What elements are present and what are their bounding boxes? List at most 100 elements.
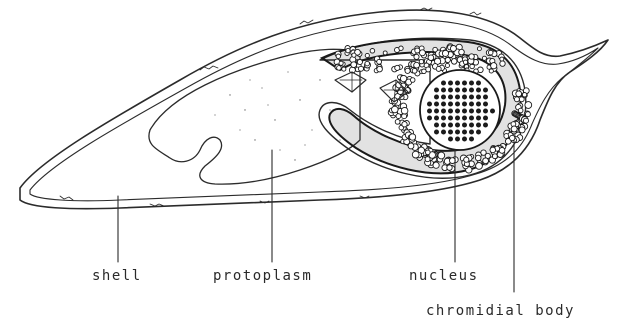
chromatin-dot xyxy=(476,123,481,128)
chromatin-dot xyxy=(441,95,446,100)
chromatin-dot xyxy=(455,109,460,114)
granule xyxy=(425,157,430,162)
granule xyxy=(365,53,369,57)
granule xyxy=(438,152,445,159)
granule xyxy=(357,59,362,64)
chromatin-dot xyxy=(427,102,432,107)
granule xyxy=(339,61,343,65)
chromatin-dot xyxy=(434,116,439,121)
granule xyxy=(518,108,523,113)
chromatin-dot xyxy=(483,102,488,107)
chromatin-dot xyxy=(469,123,474,128)
protoplasm xyxy=(149,49,360,184)
granule xyxy=(342,67,346,71)
granule xyxy=(337,66,342,71)
chromatin-dot xyxy=(462,81,467,86)
granule xyxy=(447,165,452,170)
chromatin-dot xyxy=(483,109,488,114)
granule xyxy=(365,61,370,66)
granule xyxy=(463,60,467,64)
chromatin-dot xyxy=(455,137,460,142)
granule xyxy=(445,63,449,67)
granule xyxy=(481,150,486,155)
chromatin-dot xyxy=(434,102,439,107)
chromatin-dot xyxy=(455,88,460,93)
granule xyxy=(511,126,517,132)
chromatin-dot xyxy=(476,95,481,100)
chromatin-dot xyxy=(469,137,474,142)
granule xyxy=(414,62,420,68)
chromatin-dot xyxy=(469,102,474,107)
chromatin-dot xyxy=(441,81,446,86)
chromatin-dot xyxy=(476,130,481,135)
chromatin-dot xyxy=(469,81,474,86)
chromatin-dot xyxy=(455,102,460,107)
granule xyxy=(395,119,400,124)
granule xyxy=(476,163,483,170)
granule xyxy=(336,54,340,58)
chromatin-dot xyxy=(434,88,439,93)
chromatin-dot xyxy=(483,116,488,121)
granule xyxy=(402,122,407,127)
granule xyxy=(377,59,382,64)
granule xyxy=(482,56,486,60)
chromatin-dot xyxy=(469,88,474,93)
chromatin-dot xyxy=(469,95,474,100)
granule xyxy=(475,155,481,161)
granule xyxy=(370,49,375,54)
granule xyxy=(493,154,498,159)
granule xyxy=(483,158,489,164)
granule xyxy=(469,54,474,59)
granule xyxy=(346,48,350,52)
granule xyxy=(477,47,481,51)
chromatin-dot xyxy=(455,95,460,100)
granule xyxy=(433,47,438,52)
chromatin-dot xyxy=(483,95,488,100)
granule xyxy=(464,157,469,162)
label-chromidial-body: chromidial body xyxy=(426,303,575,319)
granule xyxy=(442,50,448,56)
granule xyxy=(419,50,425,56)
granule xyxy=(445,57,450,62)
chromatin-dot xyxy=(462,116,467,121)
granule xyxy=(500,57,504,61)
granule xyxy=(383,51,387,55)
granule xyxy=(491,63,497,69)
chromatin-dot xyxy=(434,109,439,114)
granule xyxy=(419,59,423,63)
chromatin-dot xyxy=(462,95,467,100)
granule xyxy=(490,147,496,153)
protoplasm-stipple xyxy=(214,71,340,160)
granule xyxy=(377,66,383,72)
granule xyxy=(408,143,414,149)
chromatin-dot xyxy=(434,95,439,100)
chromatin-dot xyxy=(483,123,488,128)
granule xyxy=(436,66,441,71)
chromatin-dot xyxy=(483,88,488,93)
granule xyxy=(450,158,456,164)
granule xyxy=(414,54,419,59)
chromatin-dot xyxy=(469,116,474,121)
granule xyxy=(525,102,532,109)
granule xyxy=(459,49,465,55)
chromatin-dot xyxy=(476,109,481,114)
granule xyxy=(450,46,456,52)
granule xyxy=(524,118,529,123)
chromatin-dot xyxy=(462,88,467,93)
chromatin-dot xyxy=(434,130,439,135)
chromatin-dot xyxy=(448,81,453,86)
granule xyxy=(519,127,525,133)
chromatin-dot xyxy=(455,81,460,86)
chromatin-dot xyxy=(441,88,446,93)
granule xyxy=(525,112,530,117)
chromatin-dot xyxy=(469,109,474,114)
granule xyxy=(399,46,403,50)
granule xyxy=(415,48,420,53)
chromatin-dot xyxy=(441,123,446,128)
granule xyxy=(514,97,519,102)
chromatin-dot xyxy=(476,102,481,107)
granule xyxy=(395,65,400,70)
chromatin-dot xyxy=(455,130,460,135)
chromatin-dot xyxy=(476,88,481,93)
